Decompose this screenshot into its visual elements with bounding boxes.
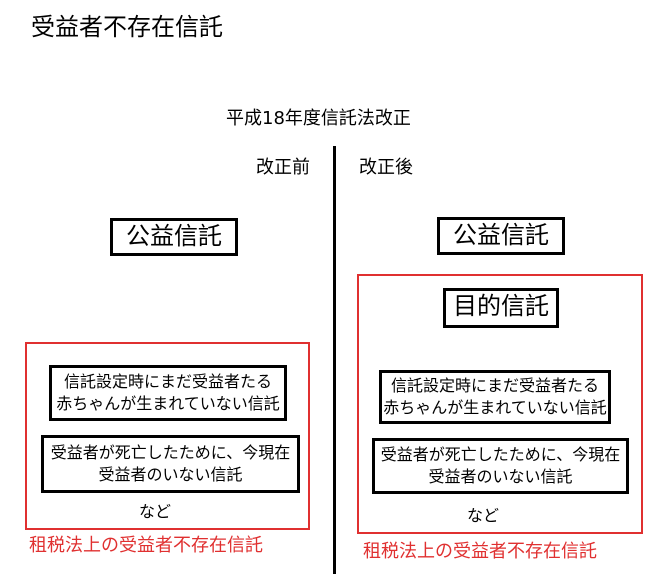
after-unborn-beneficiary-box: 信託設定時にまだ受益者たる 赤ちゃんが生まれていない信託 bbox=[379, 370, 611, 424]
after-public-trust-label: 公益信託 bbox=[453, 221, 549, 249]
after-item2-line2: 受益者のいない信託 bbox=[428, 467, 573, 486]
before-etc-label: など bbox=[139, 502, 172, 521]
before-public-trust-label: 公益信託 bbox=[126, 222, 222, 250]
after-item1-line2: 赤ちゃんが生まれていない信託 bbox=[383, 398, 607, 417]
before-item2-line1: 受益者が死亡したために、今現在 bbox=[50, 443, 291, 462]
purpose-trust-box: 目的信託 bbox=[443, 288, 559, 328]
before-item1-line2: 赤ちゃんが生まれていない信託 bbox=[56, 394, 280, 413]
after-etc-label: など bbox=[467, 506, 500, 525]
after-item1-line1: 信託設定時にまだ受益者たる bbox=[390, 376, 599, 395]
diagram-subtitle: 平成18年度信託法改正 bbox=[226, 108, 411, 129]
purpose-trust-label: 目的信託 bbox=[453, 292, 549, 320]
before-public-trust-box: 公益信託 bbox=[110, 218, 238, 256]
after-item2-line1: 受益者が死亡したために、今現在 bbox=[380, 445, 621, 464]
after-tax-caption: 租税法上の受益者不存在信託 bbox=[363, 541, 597, 562]
before-deceased-beneficiary-box: 受益者が死亡したために、今現在 受益者のいない信託 bbox=[41, 435, 300, 493]
before-tax-caption: 租税法上の受益者不存在信託 bbox=[29, 535, 263, 556]
before-tax-group-frame bbox=[25, 342, 310, 530]
page-title: 受益者不存在信託 bbox=[31, 13, 223, 41]
before-reform-label: 改正前 bbox=[256, 157, 310, 178]
after-reform-label: 改正後 bbox=[359, 157, 413, 178]
after-tax-group-frame bbox=[357, 274, 643, 534]
after-public-trust-box: 公益信託 bbox=[437, 217, 565, 255]
reform-divider-line bbox=[333, 146, 336, 574]
before-unborn-beneficiary-box: 信託設定時にまだ受益者たる 赤ちゃんが生まれていない信託 bbox=[49, 365, 287, 421]
after-deceased-beneficiary-box: 受益者が死亡したために、今現在 受益者のいない信託 bbox=[372, 438, 629, 494]
before-item1-line1: 信託設定時にまだ受益者たる bbox=[63, 372, 272, 391]
before-item2-line2: 受益者のいない信託 bbox=[98, 465, 243, 484]
